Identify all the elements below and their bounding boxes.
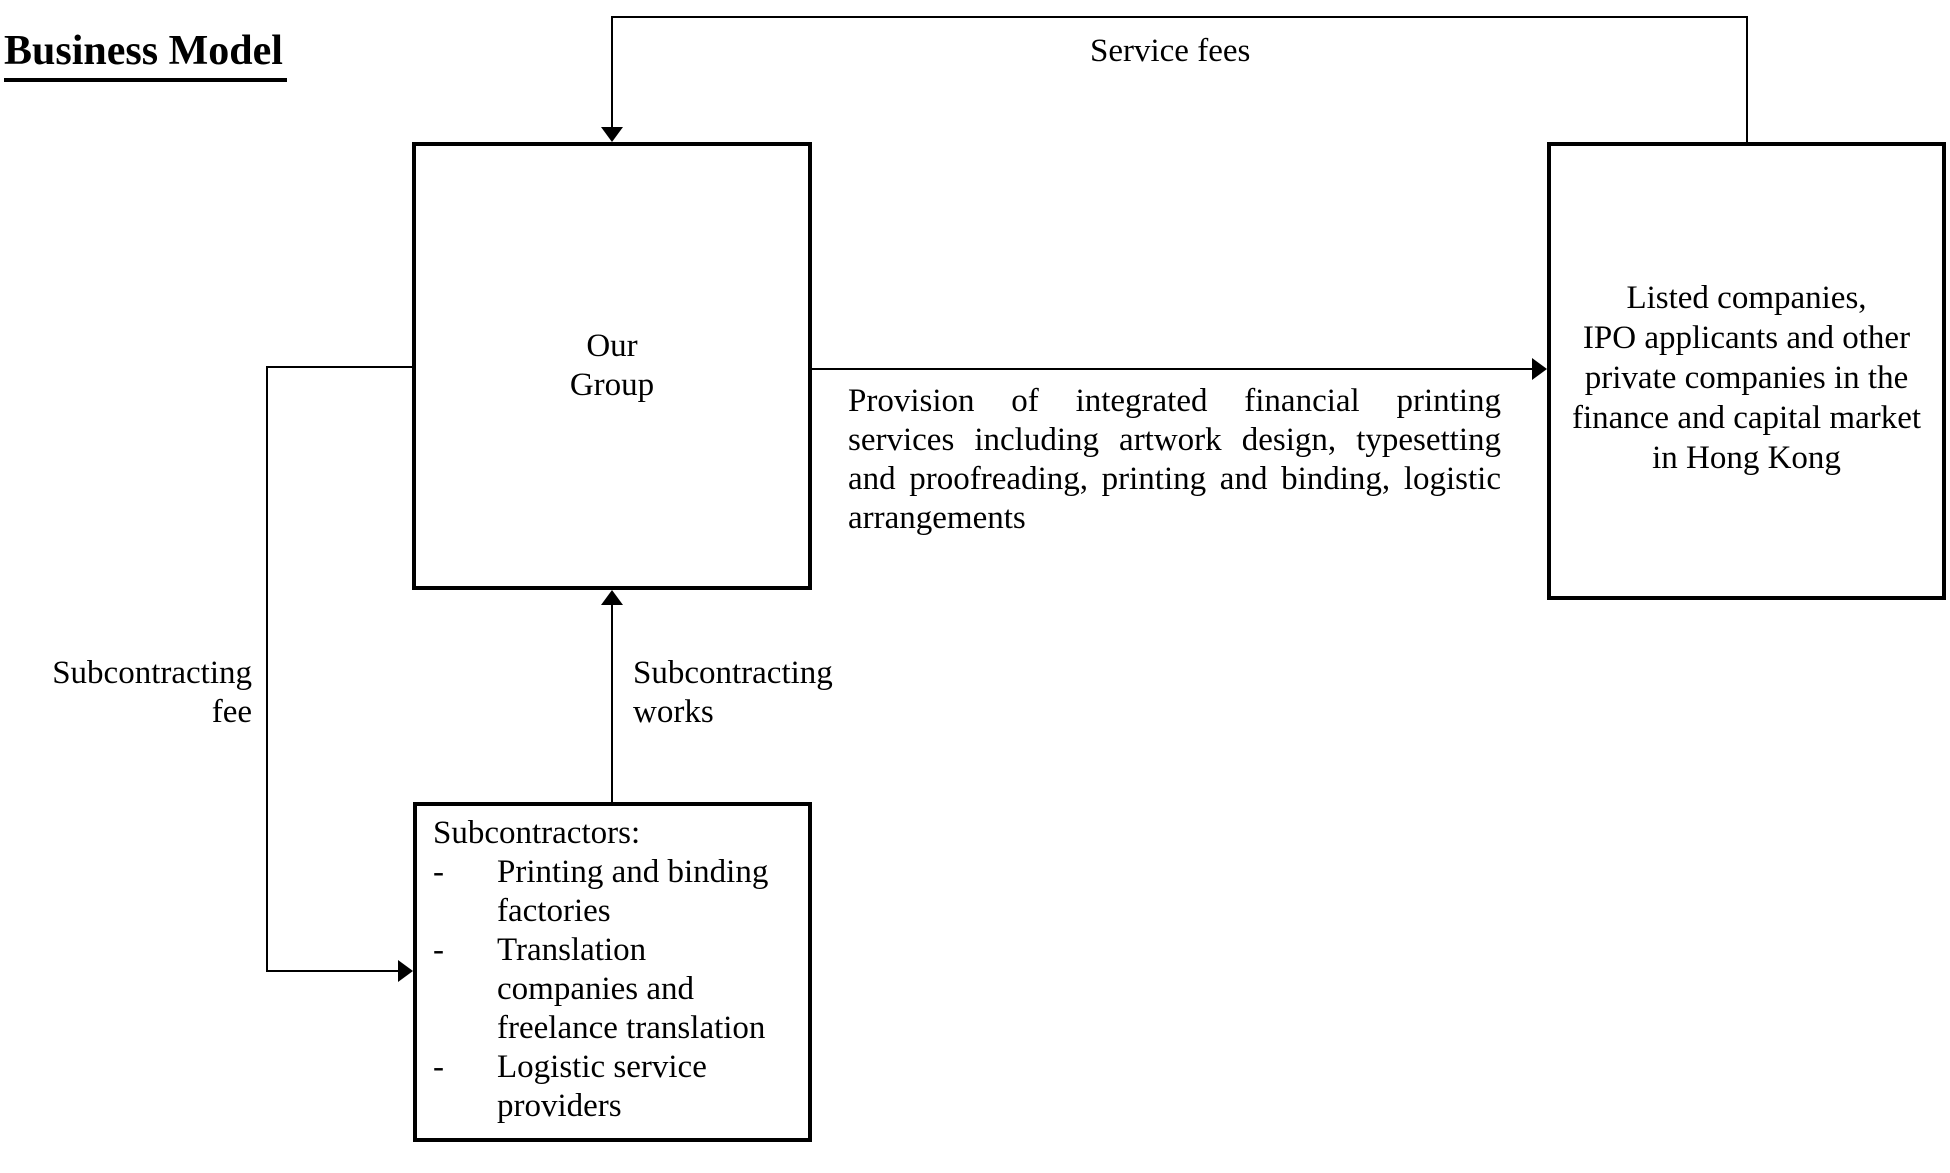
clients-label-line1: Listed companies,: [1626, 280, 1867, 316]
subcontractor-item-logistic: - Logistic service providers: [433, 1048, 798, 1126]
subcontractor-item-printing: - Printing and binding factories: [433, 853, 798, 931]
item-line: Translation: [497, 932, 647, 968]
subcontracting-works-label-line2: works: [633, 694, 714, 730]
item-dash: -: [433, 932, 444, 968]
subcontracting-works-label: Subcontracting works: [633, 654, 833, 732]
clients-label-line5: in Hong Kong: [1652, 440, 1841, 476]
service-fees-line-top: [611, 16, 1748, 18]
provision-arrow-line: [812, 368, 1533, 370]
clients-box: Listed companies, IPO applicants and oth…: [1547, 142, 1946, 600]
page-title: Business Model: [4, 26, 287, 82]
item-dash: -: [433, 854, 444, 890]
clients-label-line3: private companies in the: [1584, 360, 1909, 396]
our-group-box: Our Group: [412, 142, 812, 590]
item-text: Printing and binding factories: [497, 853, 798, 931]
subcontracting-works-line: [611, 605, 613, 802]
clients-label-line4: finance and capital market: [1571, 400, 1922, 436]
item-line: providers: [497, 1088, 622, 1124]
service-fees-line-left-vertical: [611, 16, 613, 128]
item-line: Logistic service: [497, 1049, 707, 1085]
subcontracting-fee-arrowhead-icon: [398, 960, 413, 982]
item-line: freelance translation: [497, 1010, 766, 1046]
our-group-label-line2: Group: [569, 367, 655, 403]
item-line: Printing and binding: [497, 854, 769, 890]
service-fees-line-right-vertical: [1746, 16, 1748, 144]
subcontractors-box: Subcontractors: - Printing and binding f…: [413, 802, 812, 1142]
service-fees-arrowhead-icon: [601, 127, 623, 142]
subcontractors-heading: Subcontractors:: [433, 815, 641, 851]
service-fees-label: Service fees: [1090, 33, 1251, 69]
provision-label: Provision of integrated financial printi…: [848, 382, 1501, 538]
subcontracting-works-arrowhead-icon: [601, 590, 623, 605]
item-line: factories: [497, 893, 611, 929]
subcontracting-fee-label-line1: Subcontracting: [52, 655, 252, 691]
provision-label-line4: arrangements: [848, 500, 1026, 536]
subcontracting-works-label-line1: Subcontracting: [633, 655, 833, 691]
our-group-label-line1: Our: [586, 328, 638, 364]
provision-label-line2: services including artwork design, types…: [848, 422, 1501, 458]
item-text: Translation companies and freelance tran…: [497, 931, 798, 1048]
subcontracting-fee-line-top: [267, 366, 412, 368]
item-line: companies and: [497, 971, 695, 1007]
subcontracting-fee-line-vertical: [266, 366, 268, 972]
subcontracting-fee-label: Subcontracting fee: [40, 654, 252, 732]
provision-label-line3: and proofreading, printing and binding, …: [848, 461, 1501, 497]
provision-label-line1: Provision of integrated financial printi…: [848, 383, 1501, 419]
subcontracting-fee-line-bottom: [266, 970, 398, 972]
clients-label-line2: IPO applicants and other: [1582, 320, 1911, 356]
item-dash: -: [433, 1049, 444, 1085]
subcontractor-item-translation: - Translation companies and freelance tr…: [433, 931, 798, 1048]
provision-arrowhead-icon: [1532, 358, 1547, 380]
item-text: Logistic service providers: [497, 1048, 798, 1126]
subcontracting-fee-label-line2: fee: [211, 694, 252, 730]
